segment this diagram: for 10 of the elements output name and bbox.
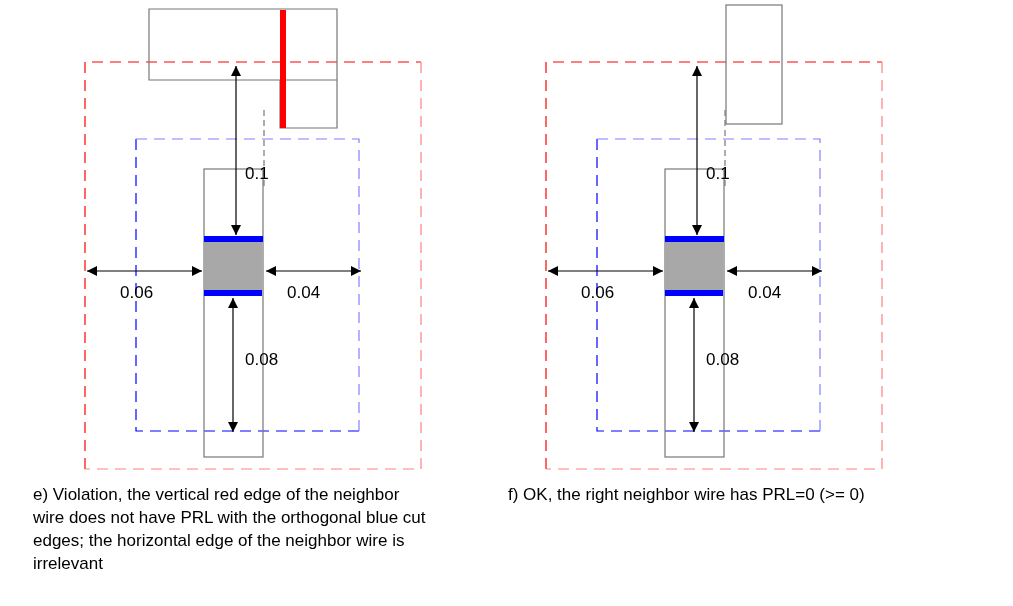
dimension-label: 0.04 <box>287 284 321 301</box>
dimension-label: 0.08 <box>706 351 740 368</box>
dimension-label: 0.06 <box>120 284 154 301</box>
dimension-label: 0.04 <box>748 284 782 301</box>
dimension-label: 0.1 <box>706 165 730 182</box>
dimension-label: 0.08 <box>245 351 279 368</box>
dimension-label: 0.06 <box>581 284 615 301</box>
dimension-label: 0.1 <box>245 165 269 182</box>
caption: f) OK, the right neighbor wire has PRL=0 (>= 0) <box>508 484 866 506</box>
caption: e) Violation, the vertical red edge of the neighbor wire does not have PRL with the orthogonal blue cut edges; the horizontal edge of the neighbor wire is irrelevant <box>33 484 427 575</box>
